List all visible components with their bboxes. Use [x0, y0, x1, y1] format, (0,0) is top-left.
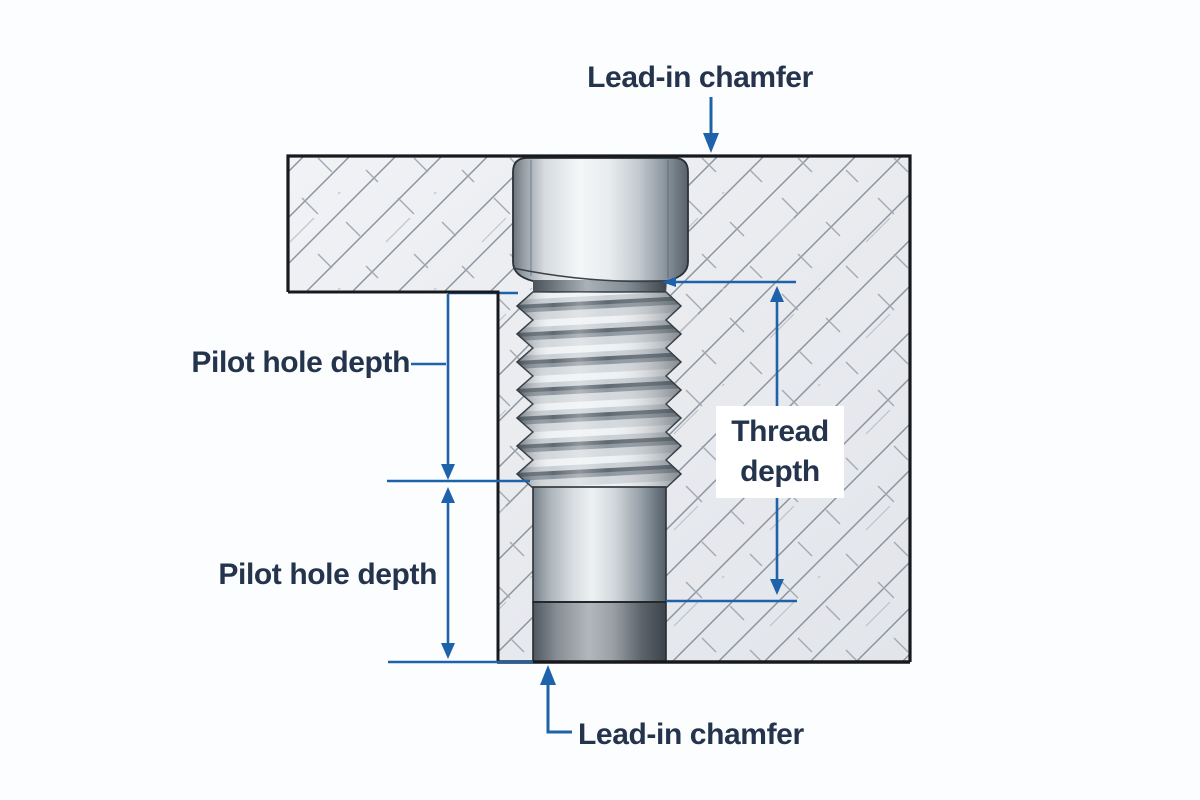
- arrow-up-icon: [540, 665, 556, 685]
- label-lead-in-chamfer-bottom: Lead-in chamfer: [578, 718, 804, 751]
- arrow-down-icon: [770, 579, 784, 595]
- fastener-neck-groove: [533, 280, 667, 293]
- dimension-pilot-hole-depth-upper: [387, 294, 530, 483]
- arrow-down-icon: [441, 464, 455, 480]
- arrow-down-icon: [703, 133, 719, 153]
- arrow-up-icon: [441, 487, 455, 503]
- label-lead-in-chamfer-top: Lead-in chamfer: [587, 61, 813, 94]
- label-thread-depth-line1: Thread: [731, 415, 829, 448]
- label-thread-depth: Thread depth: [716, 406, 844, 498]
- fastener-threads: [515, 291, 683, 489]
- block-outline: [286, 154, 912, 664]
- callout-lead-in-chamfer-bottom: [540, 665, 572, 734]
- fastener: [512, 157, 689, 663]
- label-pilot-hole-depth-upper: Pilot hole depth: [191, 346, 410, 379]
- callout-lead-in-chamfer-top: [703, 97, 719, 153]
- arrow-down-icon: [441, 643, 455, 659]
- dimension-pilot-hole-depth-lower: [388, 487, 533, 664]
- label-pilot-hole-depth-lower: Pilot hole depth: [218, 558, 437, 591]
- arrow-up-icon: [770, 286, 784, 302]
- fastener-lower-shank: [532, 486, 667, 603]
- fastener-tip: [532, 601, 667, 663]
- label-thread-depth-line2: depth: [740, 455, 820, 488]
- fastener-upper-shank: [512, 157, 689, 282]
- arrow-left-icon: [662, 277, 676, 287]
- shank-bottom-edge: [512, 267, 668, 283]
